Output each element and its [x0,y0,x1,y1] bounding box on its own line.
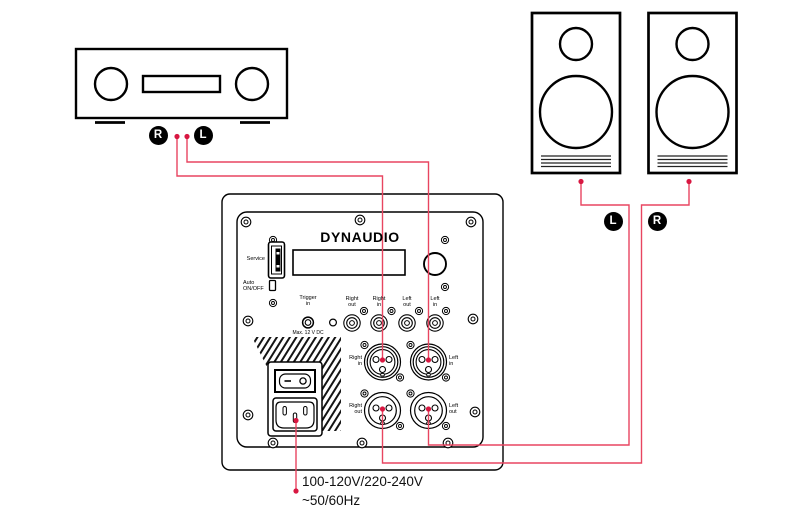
amp-display [141,74,222,94]
left-speaker-woofer-icon [538,74,614,150]
volume-knob [423,252,447,276]
cable-amp-right-to-xlr-right-in [176,137,384,360]
amp-right-knob-icon [234,66,270,102]
cable-xlr-right-out-to-right-speaker [381,182,690,464]
rca-left-out-jack [398,314,416,332]
right-speaker-illustration [647,11,738,175]
left-speaker-tweeter-icon [558,26,594,62]
rca-right-out-jack [343,314,361,332]
service-label: Service [246,256,265,262]
speaker-left-channel-badge: L [603,211,623,231]
service-usb-port [267,241,286,279]
amp-left-channel-badge: L [193,125,213,145]
signal-cables [176,137,690,491]
trigger-max-label: Max. 12 V DC [292,330,324,336]
cable-endpoint-dots [174,133,692,494]
left-speaker-illustration [530,11,622,175]
auto-onoff-switch [268,279,277,292]
amp-right-channel-badge: R [148,125,168,145]
trigger-in-label: Trigger in [299,295,317,307]
speaker-right-channel-badge: R [647,211,667,231]
power-inlet-module [267,361,323,437]
rca-left-in-jack [426,314,444,332]
right-speaker-tweeter-icon [675,26,710,62]
right-speaker-port-grille [657,155,728,168]
power-switch-off-mark [299,377,307,385]
trigger-in-jack [301,316,315,329]
left-speaker-port-grille [541,155,611,168]
rca-right-in-jack [370,314,388,332]
amplifier-illustration [74,47,289,124]
subwoofer-rear-panel [221,193,504,471]
panel-display [292,249,406,276]
cable-amp-left-to-xlr-left-in [186,137,430,360]
right-speaker-woofer-icon [655,74,730,150]
mains-voltage-label: 100-120V/220-240V ~50/60Hz [302,474,423,508]
cable-xlr-left-out-to-left-speaker [427,182,630,446]
auto-onoff-label: Auto ON/OFF [243,280,264,292]
led-indicator-hole [329,318,338,327]
amp-left-knob-icon [93,66,129,102]
dynaudio-logo: DYNAUDIO [320,229,400,245]
